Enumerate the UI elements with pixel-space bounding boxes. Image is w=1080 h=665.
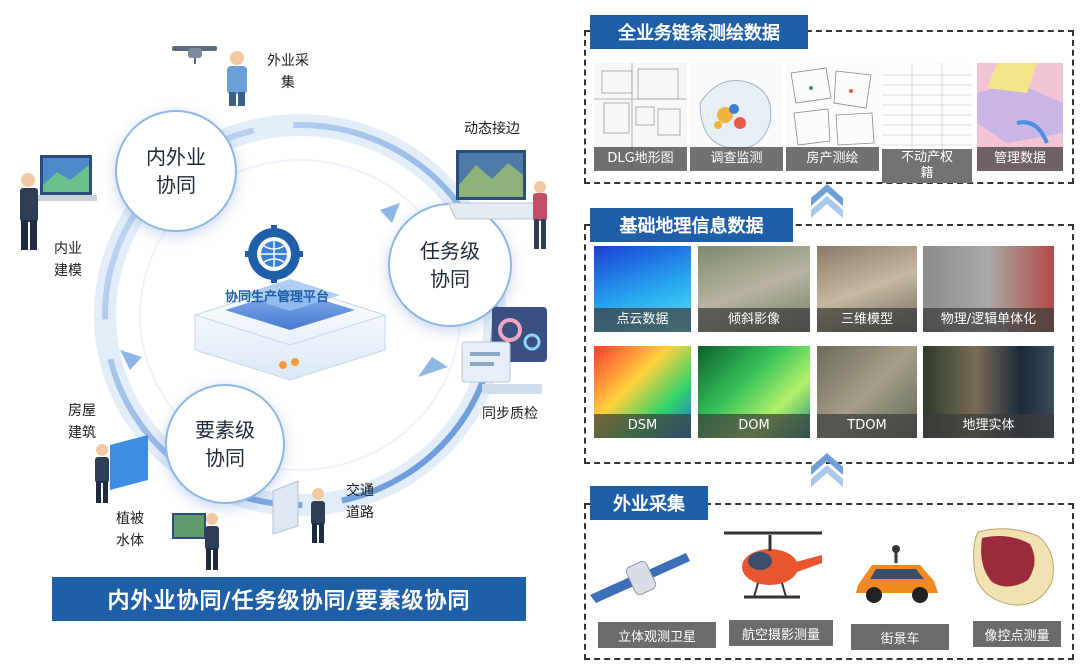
street-view-car-icon [856, 545, 938, 603]
tile-aerial-photogrammetry-label: 航空摄影测量 [729, 620, 833, 646]
left-banner: 内外业协同/任务级协同/要素级协同 [52, 577, 526, 621]
tile-survey-monitor-label: 调查监测 [690, 147, 783, 171]
tile-dsm: DSM [594, 346, 691, 438]
tile-real-estate-registry-label: 不动产权 籍 [882, 149, 972, 183]
panel-basic-geo-info [584, 224, 1074, 464]
tile-geo-entity-label: 地理实体 [923, 414, 1054, 438]
tile-oblique-imagery: 倾斜影像 [698, 246, 810, 332]
tile-real-estate-registry: 不动产权 籍 [882, 63, 972, 183]
edge-matching-laptop-icon [448, 150, 547, 249]
tile-stereo-satellite-label: 立体观测卫星 [598, 622, 716, 648]
indoor-modeler-icon [20, 155, 97, 250]
helicopter-icon [724, 531, 822, 599]
platform-base [194, 279, 386, 381]
caption-vegetation: 植被 水体 [116, 511, 144, 549]
tile-property-survey-label: 房产测绘 [786, 147, 879, 171]
tile-oblique-imagery-label: 倾斜影像 [698, 308, 810, 332]
tile-dlg-map-label: DLG地形图 [594, 147, 687, 171]
upward-chevron-icon [811, 453, 843, 487]
satellite-icon [590, 553, 690, 603]
tile-survey-monitor: 调查监测 [690, 63, 783, 171]
node-element-level: 要素级 协同 [165, 384, 285, 504]
node-inner-outer: 内外业 协同 [115, 110, 237, 232]
tile-management-data-label: 管理数据 [977, 147, 1063, 171]
tile-geo-entity: 地理实体 [923, 346, 1054, 438]
panel2-title: 基础地理信息数据 [590, 208, 793, 242]
panel1-title: 全业务链条测绘数据 [590, 15, 808, 49]
tile-control-point-label: 像控点测量 [973, 621, 1061, 647]
caption-indoor-model: 内业 建模 [54, 241, 82, 279]
platform-label: 协同生产管理平台 [224, 290, 329, 305]
tile-physical-logical: 物理/逻辑单体化 [923, 246, 1054, 332]
tile-3d-model-label: 三维模型 [817, 308, 917, 332]
tile-management-data: 管理数据 [977, 63, 1063, 171]
tile-tdom-label: TDOM [817, 414, 917, 438]
caption-field-collect: 外业采 集 [267, 53, 309, 91]
tile-property-survey: 房产测绘 [786, 63, 879, 171]
road-survey-icon [272, 480, 325, 543]
caption-traffic: 交通 道路 [346, 483, 374, 521]
panel-field-collection [584, 503, 1074, 660]
tile-street-view-car-label: 街景车 [851, 624, 949, 650]
tile-tdom: TDOM [817, 346, 917, 438]
vegetation-survey-icon [172, 513, 219, 570]
gear-globe-icon [245, 225, 303, 283]
drone-operator-icon [172, 46, 247, 106]
tile-point-cloud: 点云数据 [594, 246, 691, 332]
tile-physical-logical-label: 物理/逻辑单体化 [923, 308, 1054, 332]
tile-dsm-label: DSM [594, 414, 691, 438]
upward-chevron-icon [811, 184, 843, 218]
quality-check-icon [461, 307, 547, 394]
building-survey-icon [95, 435, 148, 503]
node-element-level-label: 要素级 协同 [195, 418, 255, 470]
tile-3d-model: 三维模型 [817, 246, 917, 332]
tile-dom: DOM [698, 346, 810, 438]
caption-building: 房屋 建筑 [68, 403, 96, 441]
node-task-level-label: 任务级 协同 [420, 239, 480, 291]
tile-point-cloud-label: 点云数据 [594, 308, 691, 332]
panel-full-business-chain [584, 30, 1074, 184]
node-task-level: 任务级 协同 [388, 203, 512, 327]
tile-dom-label: DOM [698, 414, 810, 438]
tile-dlg-map: DLG地形图 [594, 63, 687, 171]
control-point-map-icon [973, 528, 1054, 606]
panel3-title: 外业采集 [590, 486, 708, 520]
caption-sync-qc: 同步质检 [482, 406, 538, 422]
node-inner-outer-label: 内外业 协同 [146, 145, 206, 197]
caption-dynamic-edge: 动态接边 [464, 121, 520, 137]
